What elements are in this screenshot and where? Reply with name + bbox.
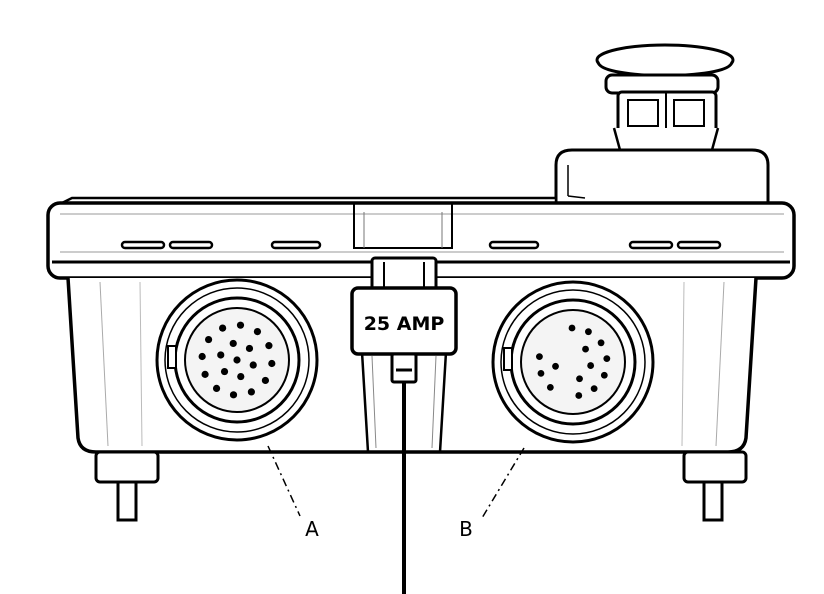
pin [229,339,237,348]
pin [212,384,221,393]
pin [204,335,213,344]
pin [247,388,255,396]
enclosure-lid [46,196,796,280]
pin [537,369,545,377]
connector-b-pins [536,324,611,399]
pin [219,324,227,332]
pin [201,370,209,378]
pin [582,345,589,353]
pin [587,362,595,369]
pin [253,327,262,336]
mounting-foot-right [682,450,748,522]
pin [552,362,559,370]
pin [597,339,605,347]
pin [236,321,245,329]
mounting-foot-left [94,450,160,522]
pin [245,344,254,353]
pin [229,391,238,399]
pin [233,356,241,364]
connector-a [155,278,319,442]
pin [268,359,276,368]
callout-label-a: A [305,517,319,541]
leader-line-b [481,447,525,519]
pin [603,355,611,363]
pin [237,372,245,381]
emergency-stop-knob [595,43,735,152]
pin [585,328,592,336]
connector-a-pins [198,321,276,399]
fuse-rating-label: 25 AMP [364,313,445,335]
pin [198,352,206,361]
pin [220,367,229,376]
pin [536,353,543,361]
leader-line-a [267,445,301,517]
pin [576,375,583,383]
callout-label-b: B [459,517,473,541]
pin [568,324,576,332]
knob-housing-detail [567,165,586,199]
pin [600,371,608,379]
lid-vent-slots [120,240,722,250]
pin [575,392,583,399]
pin [261,376,270,385]
connector-b [491,280,655,444]
knob-housing [554,148,770,203]
pin [590,385,598,393]
pin [546,383,554,391]
pin [217,351,225,359]
pin [249,361,257,369]
pin [265,342,273,350]
